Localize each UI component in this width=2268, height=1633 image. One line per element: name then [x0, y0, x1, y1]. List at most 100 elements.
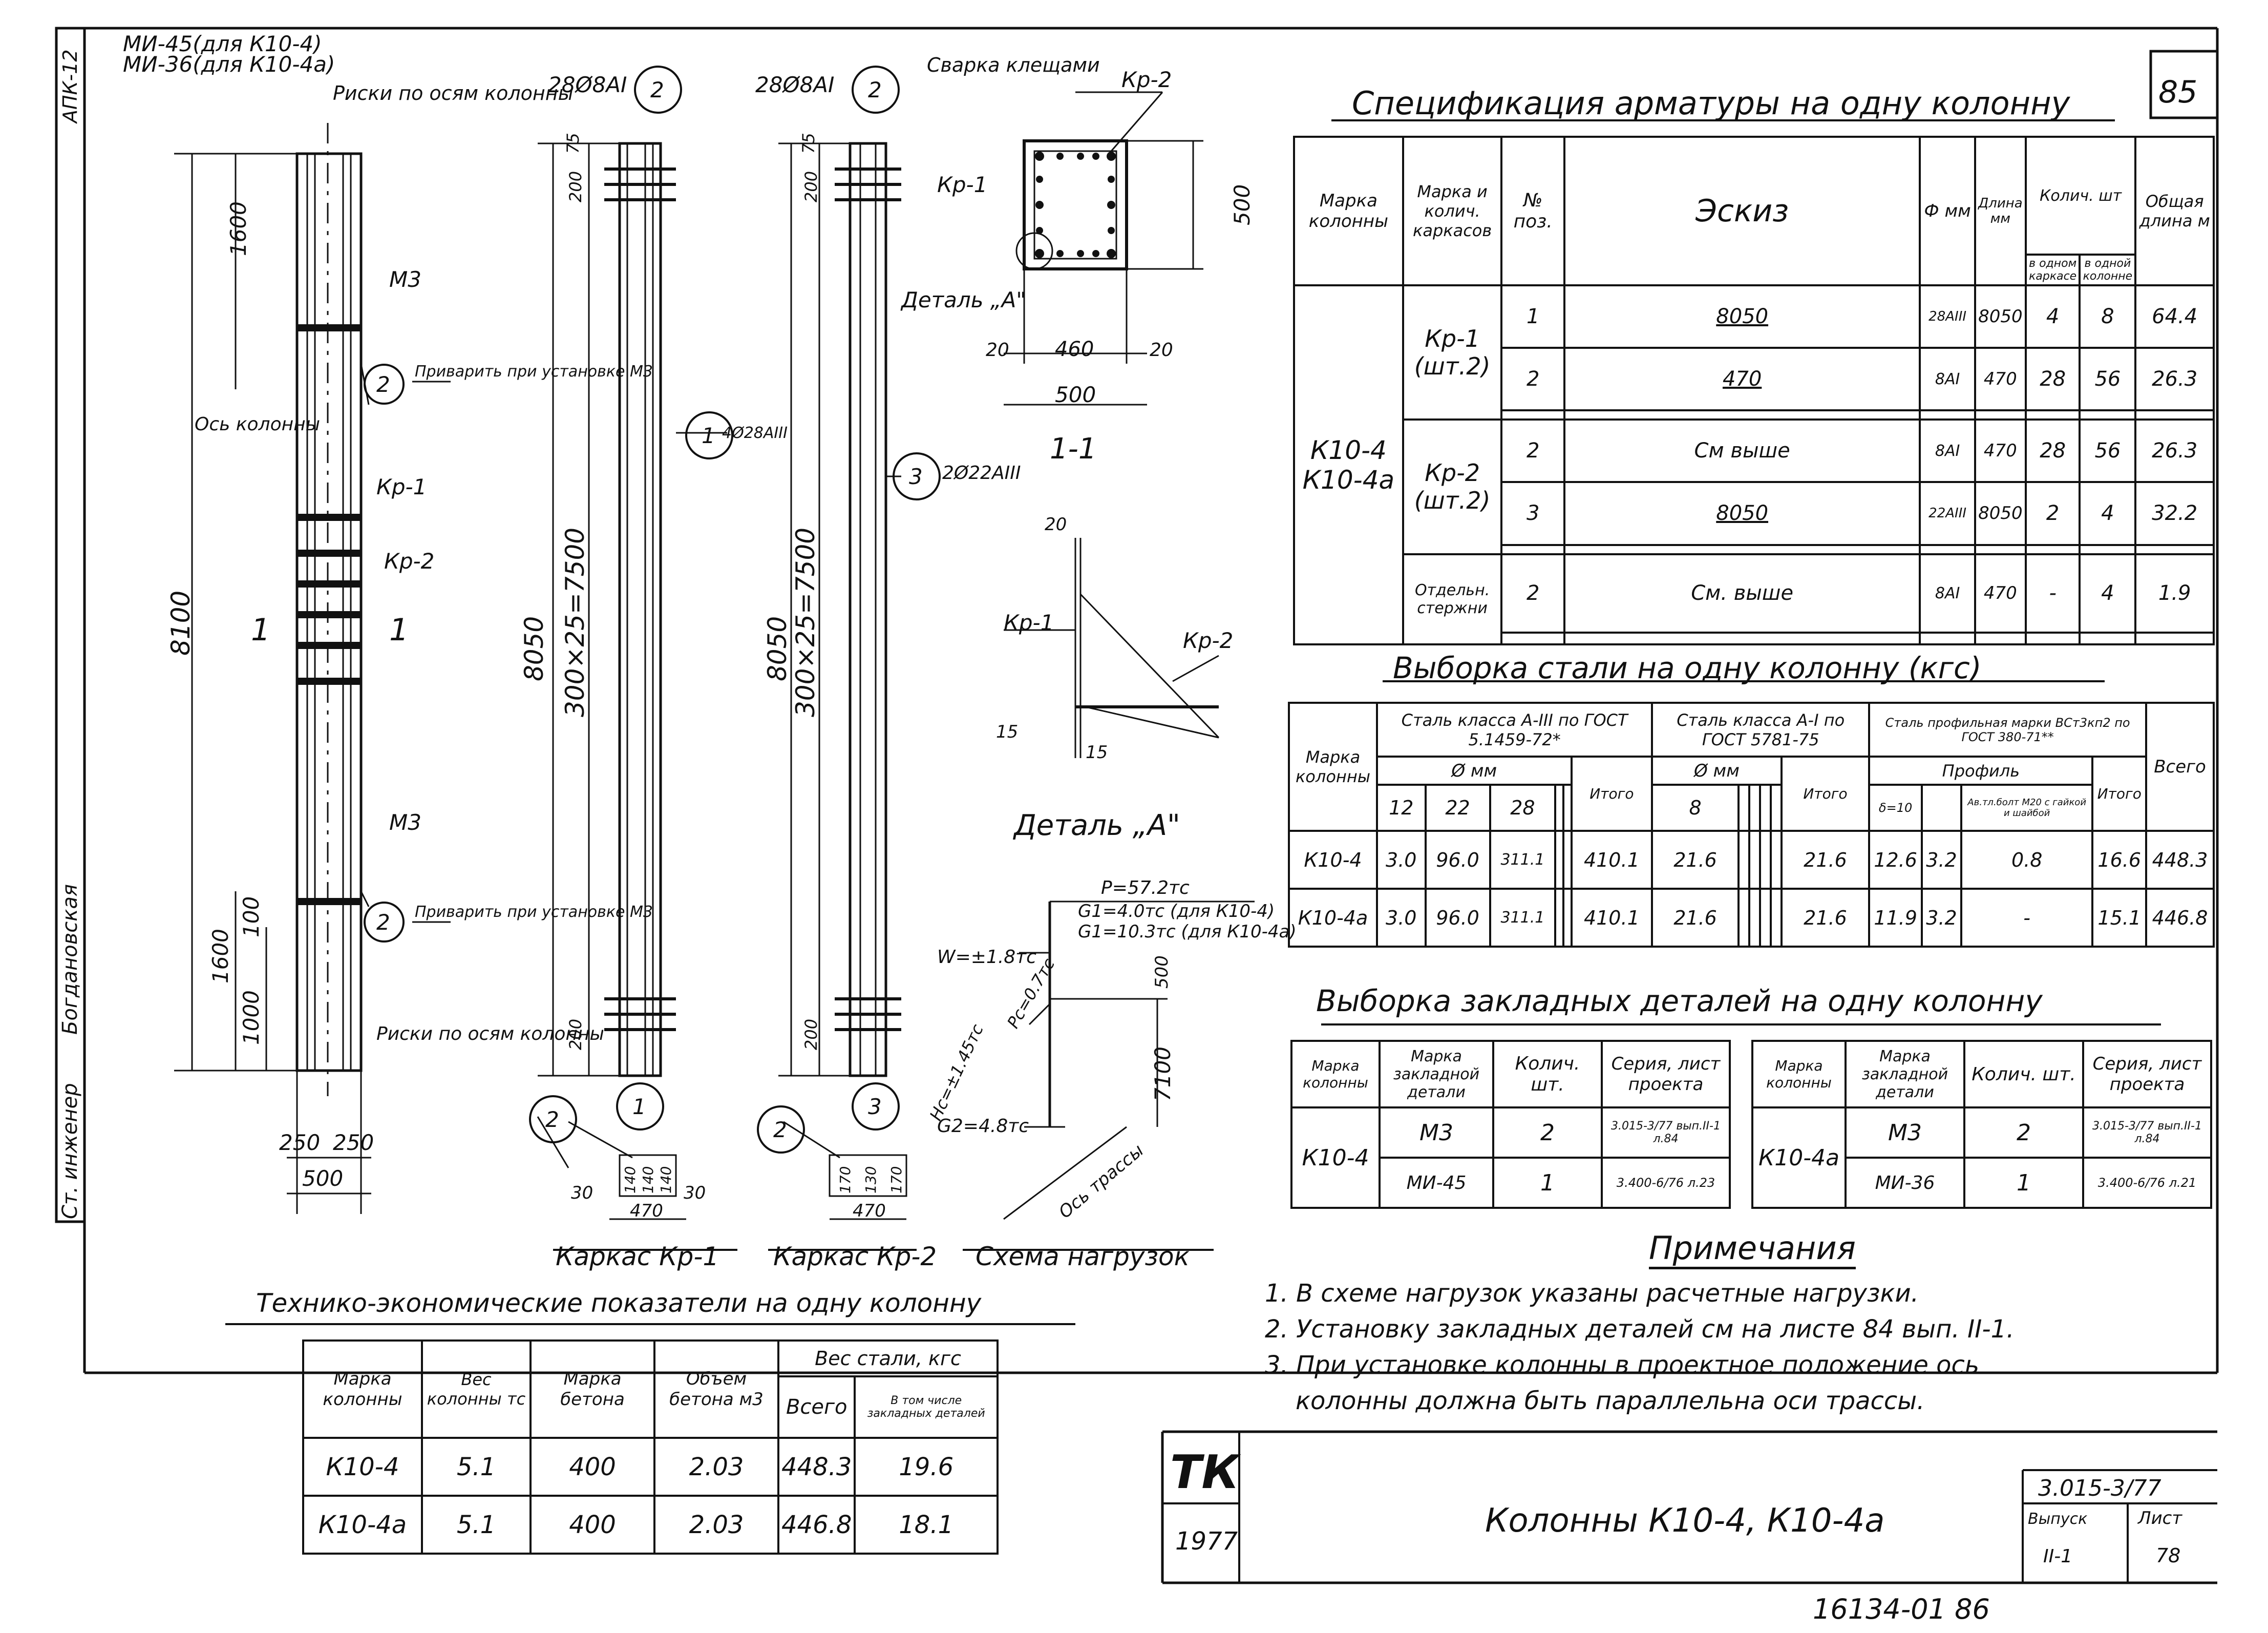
spec-h-pos: № поз. — [1500, 136, 1565, 286]
tech-title: Технико-экономические показатели на одну… — [256, 1288, 982, 1318]
cell: 21.6 — [1651, 888, 1740, 948]
footer-code: 16134-01 86 — [1813, 1593, 1990, 1625]
dim-1600-top: 1600 — [226, 201, 251, 256]
cell: 12 — [1376, 784, 1427, 832]
cell: 1 — [1500, 284, 1565, 349]
cell: 4 — [2079, 553, 2137, 634]
cell: Марка закладной детали — [1379, 1040, 1494, 1108]
dim-500-section: 500 — [1230, 184, 1255, 225]
cell: Ав.тл.болт М20 с гайкой и шайбой — [1960, 784, 2094, 832]
table-row: К10-4 М3 2 3.015-3/77 вып.II-1 л.84 — [1290, 1106, 1731, 1209]
title-block: ТК 1977 Колонны К10-4, К10-4а 3.015-3/77… — [1170, 74, 2197, 1625]
cell: Объем бетона м3 — [653, 1339, 779, 1439]
cell: К10-4а — [1288, 888, 1378, 948]
cell: 2 — [1492, 1106, 1603, 1159]
cell: 3.015-3/77 вып.II-1 л.84 — [2082, 1106, 2212, 1159]
dim-200-bot-2: 200 — [801, 1019, 821, 1050]
dim-200-bot: 200 — [566, 1019, 585, 1050]
spec-h-mark: Марка колонны — [1293, 136, 1404, 286]
dim-15-b: 15 — [1086, 742, 1108, 763]
label-kr2-detail: Кр-2 — [1183, 628, 1233, 653]
label-cut-1b: 1 — [389, 612, 409, 648]
load-g1b: G1=10.3тс (для К10-4а) — [1078, 922, 1297, 942]
dim-100: 100 — [239, 896, 264, 937]
dim-470-a: 470 — [630, 1201, 663, 1221]
cell: 2 — [1500, 418, 1565, 484]
tb-logo: ТК — [1170, 1446, 1241, 1499]
load-hc: Hc=±1.45тс — [926, 1021, 987, 1123]
spec-title: Спецификация арматуры на одну колонну — [1352, 85, 2070, 122]
cell: 470 — [1974, 347, 2027, 412]
cell: 8 — [2079, 284, 2137, 349]
cell: 22АIII — [1919, 481, 1976, 546]
side-stamp-role: Ст. инженер — [58, 1083, 82, 1219]
dim-250-b: 250 — [333, 1130, 374, 1155]
cell: 11.9 — [1868, 888, 1923, 948]
cell: 3.015-3/77 вып.II-1 л.84 — [1601, 1106, 1731, 1159]
steel-h-dmm-a1: Ø мм — [1651, 756, 1783, 786]
drawing-labels: МИ-45(для К10-4) МИ-36(для К10-4а) Риски… — [123, 31, 1297, 1271]
dim-8100: 8100 — [166, 591, 196, 656]
table-row: К10-4а 5.1 400 2.03 446.8 18.1 — [302, 1495, 999, 1555]
cell: Всего — [777, 1375, 856, 1439]
note-4: колонны должна быть параллельна оси трас… — [1296, 1387, 1925, 1415]
cell: 446.8 — [2145, 888, 2215, 948]
label-weld-top: Приварить при установке М3 — [415, 363, 653, 381]
cell: Колич. шт. — [1492, 1040, 1603, 1108]
circle-1-b: 1 — [632, 1094, 646, 1119]
cell: МИ-36 — [1845, 1157, 1965, 1209]
cell: 28 — [2024, 347, 2081, 412]
cell: Марка колонны — [1751, 1040, 1847, 1108]
circle-2-a: 2 — [376, 372, 390, 397]
steel-h-a3: Сталь класса А-III по ГОСТ 5.1459-72* — [1375, 702, 1654, 758]
cell: 470 — [1563, 347, 1921, 412]
cell: М3 — [1379, 1106, 1494, 1159]
cell: 400 — [529, 1437, 655, 1497]
cell: 3.0 — [1376, 888, 1427, 948]
dim-20-b: 20 — [1150, 340, 1173, 361]
spec-group-label: Кр-2 (шт.2) — [1402, 418, 1503, 555]
dim-1600-bottom: 1600 — [208, 929, 233, 983]
circle-2-b: 2 — [650, 77, 664, 102]
cell: Колич. шт. — [1963, 1040, 2084, 1108]
spec-h-qty: Колич. шт — [2024, 136, 2137, 256]
note-1: 1. В схеме нагрузок указаны расчетные на… — [1265, 1279, 1919, 1308]
label-mi45: МИ-45(для К10-4) — [123, 31, 322, 56]
cell: К10-4 — [1290, 1106, 1381, 1209]
cell: 3.2 — [1920, 830, 1962, 890]
spec-h-phi: Ф мм — [1919, 136, 1976, 286]
dim-170-a: 170 — [837, 1166, 854, 1194]
cell: 2.03 — [653, 1437, 779, 1497]
dim-460: 460 — [1055, 338, 1094, 361]
cell: 2 — [1963, 1106, 2084, 1159]
label-risks-top: Риски по осям колонны — [333, 82, 574, 104]
dim-300x25-2: 300×25=7500 — [791, 528, 820, 717]
note-2: 2. Установку закладных деталей см на лис… — [1265, 1315, 2015, 1344]
label-28d8a1-right: 28Ø8АI — [755, 72, 834, 97]
cell: 448.3 — [777, 1437, 856, 1497]
steel-title: Выборка стали на одну колонну (кгс) — [1393, 651, 1982, 685]
cell: 4 — [2079, 481, 2137, 546]
steel-h-itogo-2: Итого — [1780, 756, 1871, 832]
cell: К10-4а — [302, 1495, 423, 1555]
label-m3-top: М3 — [389, 267, 421, 292]
caption-loads: Схема нагрузок — [976, 1242, 1190, 1271]
dim-20-a: 20 — [986, 340, 1009, 361]
cell: 8АI — [1919, 553, 1976, 634]
circle-2-e: 2 — [545, 1107, 559, 1132]
tech-table: Марка колонны Вес колонны тс Марка бетон… — [302, 1339, 999, 1555]
cell: 21.6 — [1651, 830, 1740, 890]
circle-2-c: 2 — [868, 77, 882, 102]
cell: 2 — [2024, 481, 2081, 546]
steel-h-mark: Марка колонны — [1288, 702, 1378, 832]
label-weld-bot: Приварить при установке М3 — [415, 903, 653, 921]
dim-500-b: 500 — [1055, 382, 1096, 407]
caption-kr1: Каркас Кр-1 — [556, 1242, 719, 1271]
spec-h-qty-one: в одном каркасе — [2024, 254, 2081, 286]
table-row: К10-4 К10-4а Кр-1 (шт.2) 1 8050 28АIII 8… — [1293, 284, 2215, 645]
cell: 410.1 — [1570, 888, 1654, 948]
dim-200-top-2: 200 — [801, 171, 821, 202]
embedded-table-right: Марка колонны Марка закладной детали Кол… — [1751, 1040, 2212, 1209]
label-detail-a: Деталь „А" — [900, 287, 1026, 312]
side-stamp-code: АПК-12 — [59, 49, 81, 124]
